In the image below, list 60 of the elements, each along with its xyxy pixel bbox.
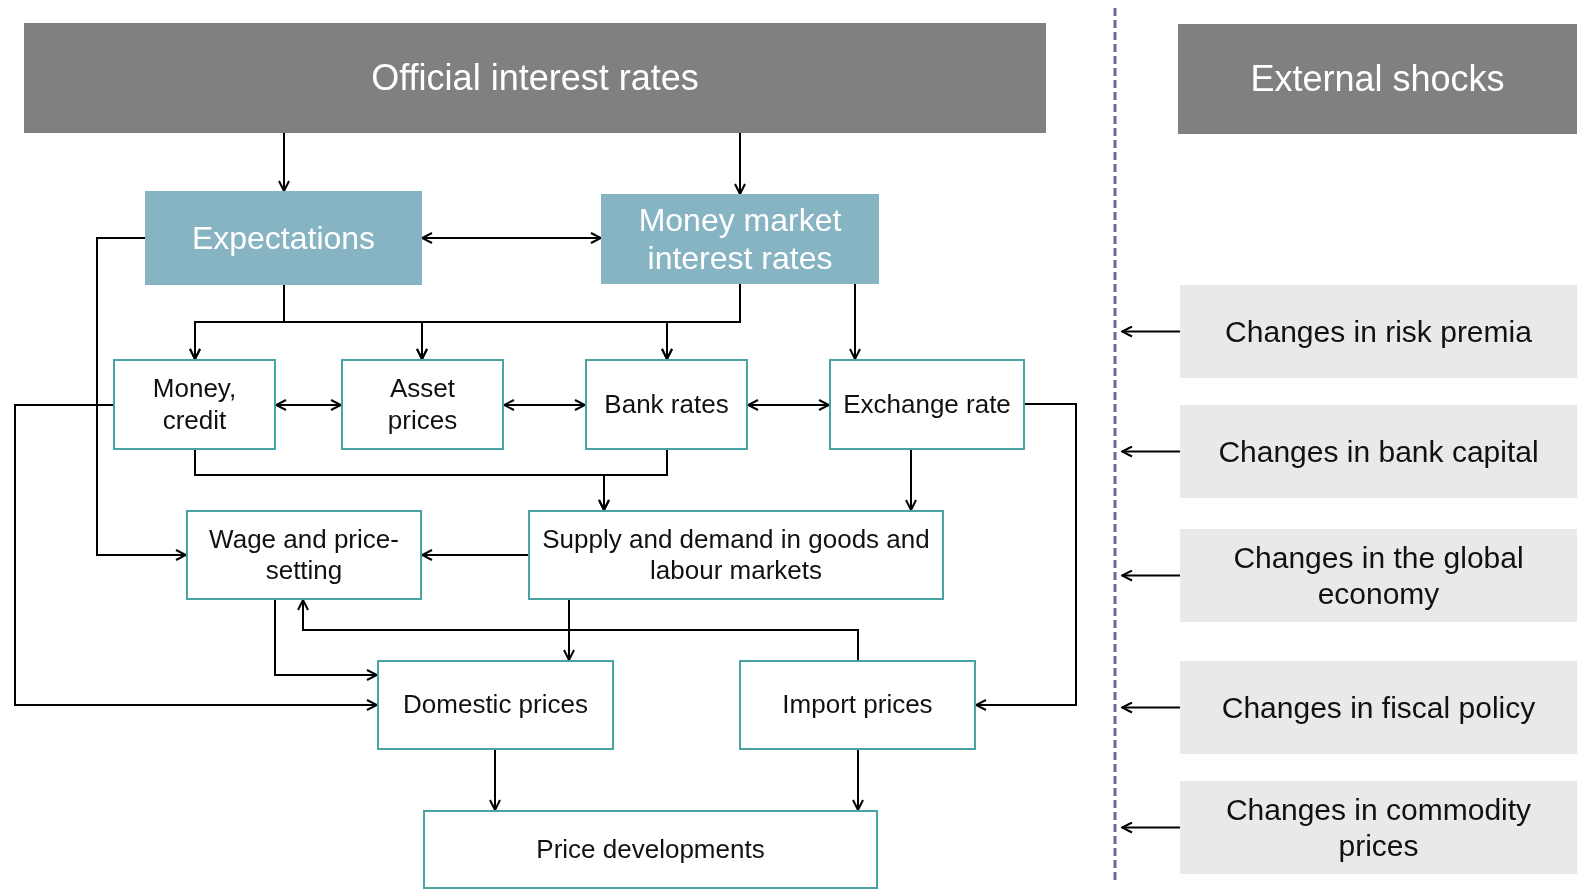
arrow — [852, 749, 864, 811]
arrow — [1121, 445, 1181, 458]
shock-box — [1180, 661, 1577, 754]
arrow — [734, 132, 746, 195]
box-label: Changes in fiscal policy — [1221, 689, 1536, 726]
arrow — [14, 404, 378, 711]
arrow — [275, 399, 342, 411]
box-label: Changes in the global economy — [1232, 539, 1525, 612]
arrow — [563, 599, 575, 661]
channel-box — [601, 194, 879, 284]
process-box — [739, 660, 976, 750]
arrow — [297, 599, 859, 661]
arrow — [1121, 821, 1181, 834]
box-label: Asset prices — [386, 373, 459, 436]
process-box — [528, 510, 944, 600]
box-label: External shocks — [1250, 57, 1505, 101]
process-box — [377, 660, 614, 750]
process-box — [829, 359, 1025, 450]
box-label: Official interest rates — [371, 56, 699, 100]
box-label: Wage and price-setting — [208, 523, 400, 587]
arrow — [489, 749, 501, 811]
box-label: Price developments — [536, 833, 765, 866]
arrow — [503, 399, 586, 411]
box-label: Exchange rate — [843, 388, 1011, 421]
shock-box — [1180, 285, 1577, 378]
box-label: Money, credit — [151, 373, 238, 436]
arrow — [661, 283, 741, 360]
process-box — [186, 510, 422, 600]
shock-box — [1180, 781, 1577, 874]
box-label: Bank rates — [604, 388, 729, 421]
arrow — [278, 132, 290, 192]
arrow — [421, 232, 602, 244]
box-label: Domestic prices — [403, 689, 588, 721]
arrow — [1121, 569, 1181, 582]
heading-box — [1178, 24, 1577, 134]
arrow — [905, 449, 917, 511]
arrow — [598, 449, 668, 511]
box-label: Changes in commodity prices — [1224, 791, 1533, 864]
box-label: Expectations — [191, 218, 376, 258]
heading-box — [24, 23, 1046, 133]
arrow — [849, 283, 861, 360]
box-label: Money market interest rates — [637, 200, 843, 278]
arrow — [975, 403, 1077, 711]
arrow — [421, 549, 529, 561]
arrow — [274, 599, 378, 681]
arrow — [1121, 701, 1181, 714]
process-box — [423, 810, 878, 889]
arrow — [96, 237, 187, 561]
shock-box — [1180, 405, 1577, 498]
box-label: Supply and demand in goods and labour markets — [541, 523, 931, 587]
arrow — [747, 399, 830, 411]
box-label: Changes in bank capital — [1218, 433, 1539, 470]
box-label: Import prices — [782, 689, 933, 721]
shock-box — [1180, 529, 1577, 622]
process-box — [341, 359, 504, 450]
process-box — [113, 359, 276, 450]
process-box — [585, 359, 748, 450]
box-label: Changes in risk premia — [1225, 313, 1532, 350]
channel-box — [145, 191, 422, 285]
arrow — [1121, 325, 1181, 338]
